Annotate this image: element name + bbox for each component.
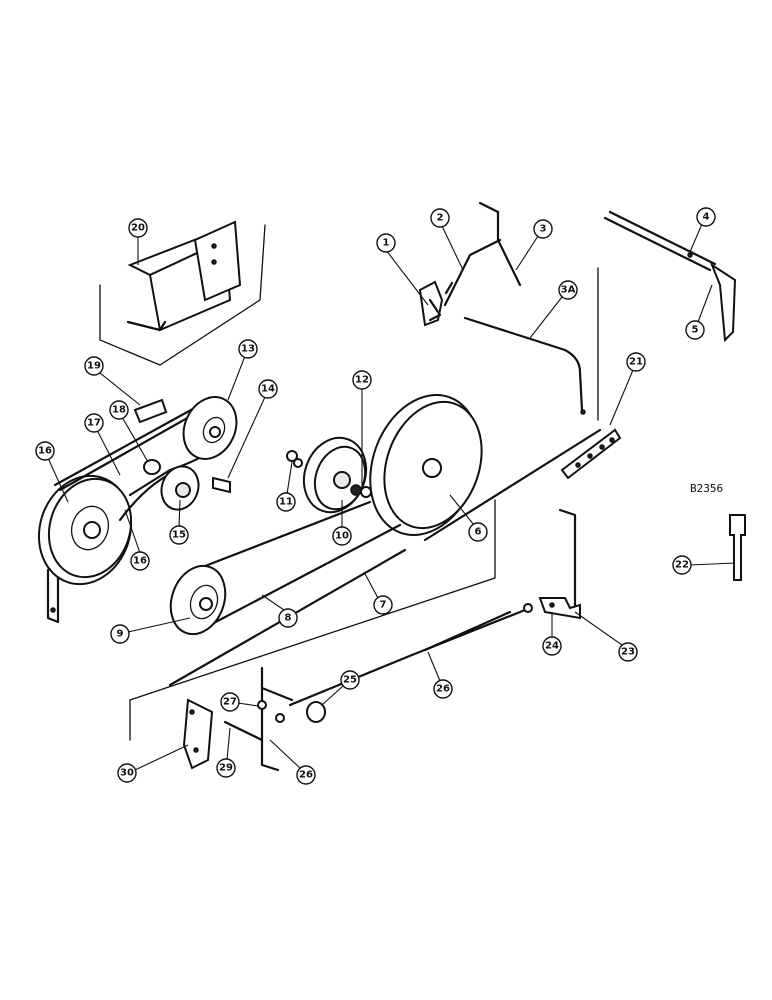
part-25-bracket [538, 597, 581, 620]
callout-15: 15 [169, 499, 189, 545]
svg-text:3: 3 [540, 224, 547, 235]
part-28-knob [306, 701, 326, 723]
svg-text:16: 16 [133, 556, 147, 567]
callout-25: 24 [542, 612, 562, 656]
callout-23: 22 [672, 555, 736, 575]
callout-4: 4 [689, 207, 716, 253]
callout-11: 11 [276, 461, 296, 512]
part-4-shaft [603, 210, 717, 272]
part-20-guard [133, 398, 168, 424]
svg-text:21: 21 [629, 357, 643, 368]
svg-text:26: 26 [299, 770, 313, 781]
svg-text:19: 19 [87, 361, 101, 372]
svg-text:10: 10 [335, 531, 349, 542]
part-19-spacer [143, 459, 161, 475]
callout-3: 3 [515, 219, 553, 271]
drawing-reference: B2356 [690, 482, 723, 495]
svg-text:1: 1 [383, 238, 390, 249]
callout-3a: 3A [529, 280, 578, 339]
rod-to-part-22 [129, 428, 602, 741]
callout-18: 17 [84, 413, 121, 476]
svg-text:16: 16 [38, 446, 52, 457]
part-23-rod [729, 514, 746, 581]
svg-text:9: 9 [117, 629, 124, 640]
part-6-pulley [369, 394, 483, 536]
callout-14: 14 [227, 379, 278, 479]
svg-text:20: 20 [131, 223, 145, 234]
callout-8: 8 [261, 594, 298, 628]
callout-21: 20 [128, 218, 148, 265]
part-21-bracket [99, 220, 266, 366]
svg-text:29: 29 [219, 763, 233, 774]
callout-17: 16 [35, 441, 69, 503]
svg-text:5: 5 [692, 325, 699, 336]
svg-text:22: 22 [675, 560, 689, 571]
part-26-rod [288, 603, 533, 707]
callout-6: 6 [449, 494, 488, 542]
svg-text:17: 17 [87, 418, 101, 429]
part-24-arm [558, 508, 577, 607]
part-14-pin [212, 476, 231, 494]
part-5-lever [709, 262, 737, 343]
svg-text:25: 25 [343, 675, 357, 686]
callout-26-knob: 25 [321, 670, 360, 706]
part-13-pulley [182, 396, 238, 460]
callout-30: 29 [216, 727, 236, 778]
callout-26-rod: 26 [427, 651, 453, 699]
callout-16: 16 [124, 509, 150, 571]
part-10-pulley [302, 436, 368, 514]
callout-19: 18 [109, 400, 149, 463]
callout-2: 2 [430, 208, 464, 271]
part-3a-rod [463, 316, 586, 415]
callout-31: 30 [117, 744, 189, 783]
part-11-washer [286, 450, 303, 468]
callout-12: 12 [352, 370, 372, 486]
callout-29: 27 [220, 692, 259, 712]
svg-text:7: 7 [380, 600, 387, 611]
part-27-crank [223, 666, 294, 772]
callout-13: 13 [227, 339, 258, 401]
svg-text:6: 6 [475, 527, 482, 538]
svg-text:18: 18 [112, 405, 126, 416]
callout-10: 10 [332, 500, 352, 546]
callout-24: 23 [574, 611, 638, 662]
callouts: 1 2 3 3A 4 5 6 [35, 207, 736, 785]
svg-text:15: 15 [172, 530, 186, 541]
part-9-pulley [169, 564, 227, 636]
part-22-bracket [560, 267, 622, 480]
svg-text:24: 24 [545, 641, 559, 652]
part-31-bracket [182, 698, 214, 770]
part-17-pulley [37, 474, 133, 624]
part-1-lever [418, 280, 454, 327]
svg-text:11: 11 [279, 497, 293, 508]
svg-text:12: 12 [355, 375, 369, 386]
callout-7: 7 [363, 571, 393, 615]
svg-text:4: 4 [703, 212, 710, 223]
callout-22: 21 [609, 352, 646, 426]
svg-text:26: 26 [436, 684, 450, 695]
svg-text:3A: 3A [561, 285, 576, 296]
svg-text:23: 23 [621, 647, 635, 658]
callout-27: 26 [269, 739, 316, 785]
part-12-washer [360, 486, 372, 498]
svg-text:2: 2 [437, 213, 444, 224]
callout-1: 1 [376, 233, 429, 306]
svg-text:27: 27 [223, 697, 237, 708]
callout-20: 19 [84, 356, 141, 406]
callout-5: 5 [685, 284, 713, 340]
part-2-lever [443, 201, 522, 307]
svg-text:8: 8 [285, 613, 292, 624]
svg-text:13: 13 [241, 344, 255, 355]
callout-9: 9 [110, 617, 191, 644]
svg-text:30: 30 [120, 768, 134, 779]
svg-text:14: 14 [261, 384, 275, 395]
part-15-pulley [160, 465, 200, 511]
